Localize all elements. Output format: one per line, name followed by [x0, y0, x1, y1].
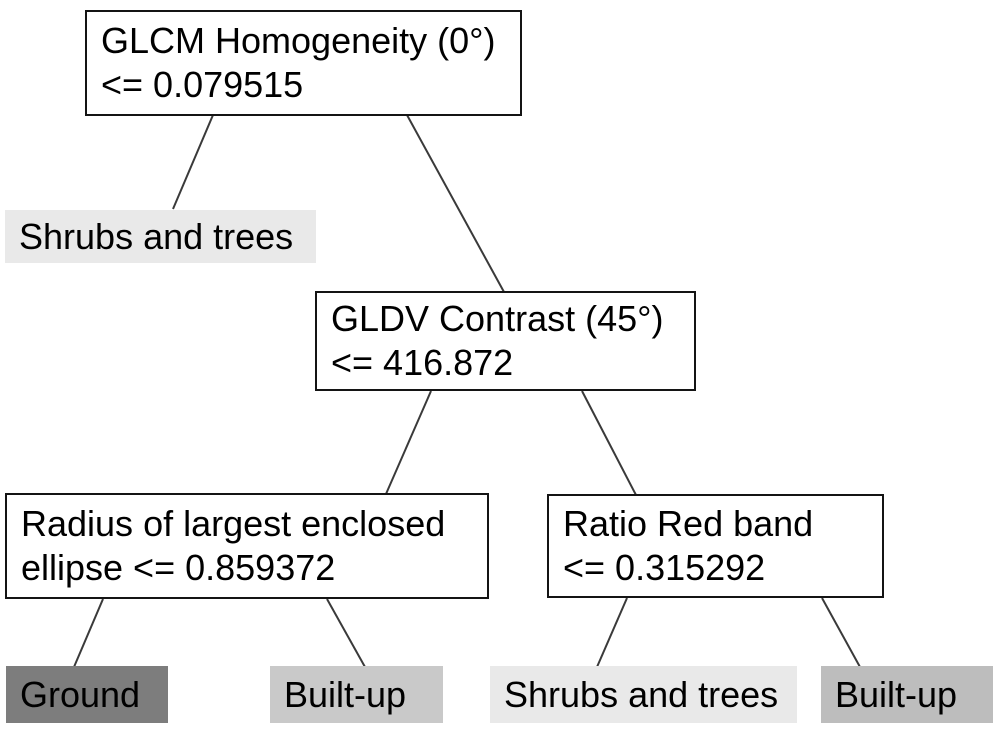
decision-node-gldv-contrast: GLDV Contrast (45°) <= 416.872: [315, 291, 696, 391]
edge-gldv-to-ratio: [581, 390, 637, 496]
leaf-shrubs-and-trees: Shrubs and trees: [5, 210, 316, 263]
edge-root-to-gldv: [406, 114, 505, 293]
decision-node-condition-line: GLCM Homogeneity (0°): [101, 20, 496, 61]
decision-node-glcm-homogeneity: GLCM Homogeneity (0°) <= 0.079515: [85, 10, 522, 116]
leaf-shrubs-and-trees: Shrubs and trees: [490, 666, 797, 723]
edge-ratio-to-builtup-right: [821, 597, 861, 668]
decision-node-threshold-line: ellipse <= 0.859372: [21, 547, 336, 588]
leaf-built-up: Built-up: [821, 666, 993, 723]
edge-radius-to-builtup-left: [326, 598, 366, 668]
edge-gldv-to-radius: [385, 390, 432, 495]
decision-node-condition-line: Ratio Red band: [563, 503, 814, 544]
decision-node-threshold-line: <= 0.315292: [563, 547, 766, 588]
decision-node-condition-line: GLDV Contrast (45°): [331, 298, 664, 339]
decision-node-radius-ellipse: Radius of largest enclosed ellipse <= 0.…: [5, 493, 489, 599]
edge-root-to-shrubs-top: [172, 114, 214, 210]
decision-node-ratio-red-band: Ratio Red band <= 0.315292: [547, 494, 884, 598]
decision-node-threshold-line: <= 0.079515: [101, 64, 304, 105]
decision-node-condition-line: Radius of largest enclosed: [21, 503, 446, 544]
leaf-ground: Ground: [6, 666, 168, 723]
edge-ratio-to-shrubs-bottom: [596, 597, 628, 668]
leaf-built-up: Built-up: [270, 666, 443, 723]
decision-node-threshold-line: <= 416.872: [331, 342, 514, 383]
edge-radius-to-ground: [73, 598, 104, 668]
